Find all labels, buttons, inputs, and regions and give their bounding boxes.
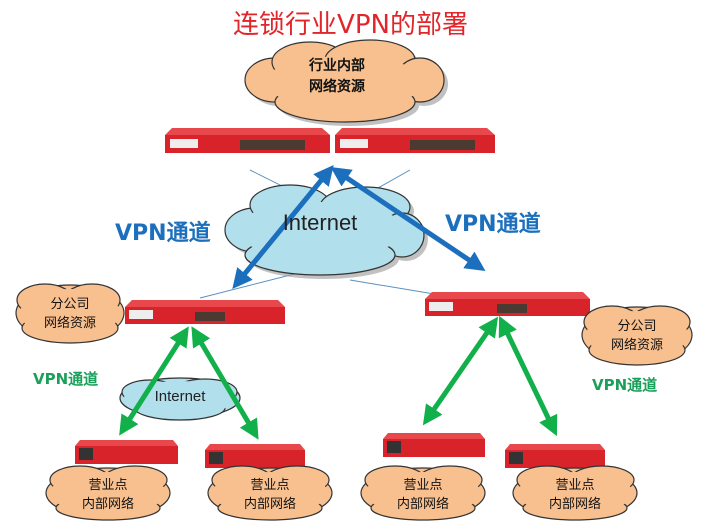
site-2-line2: 内部网络 (243, 497, 296, 512)
branch-cloud-left (15, 283, 125, 344)
site-clouds (45, 465, 638, 521)
branch-left-line2: 网络资源 (43, 316, 96, 331)
branch-right-line1: 分公司 (617, 319, 657, 334)
branch-left-line1: 分公司 (50, 297, 90, 312)
branch-right-line2: 网络资源 (610, 338, 663, 353)
internet-label: Internet (282, 210, 358, 235)
vpn-tunnel-arrows-green (119, 315, 558, 440)
hq-cloud (244, 39, 448, 126)
site-cloud-label-2: 营业点 内部网络 (220, 476, 320, 514)
site-1-line2: 内部网络 (81, 497, 134, 512)
branch-cloud-label-right: 分公司 网络资源 (587, 317, 687, 355)
hq-device-2 (335, 128, 495, 153)
vpn-tunnel-label-green-left: VPN通道 (33, 370, 99, 388)
site-4-line2: 内部网络 (548, 497, 601, 512)
site-3-line1: 营业点 (403, 478, 443, 493)
site-3-line2: 内部网络 (396, 497, 449, 512)
branch-device-left (125, 300, 285, 324)
diagram-title: 连锁行业VPN的部署 (233, 10, 468, 40)
site-4-line1: 营业点 (555, 478, 595, 493)
internet-small-label: Internet (154, 388, 206, 405)
vpn-tunnel-label-green-right: VPN通道 (592, 376, 658, 394)
hq-cloud-line2: 网络资源 (309, 79, 365, 95)
branch-device-right (425, 292, 590, 316)
site-2-line1: 营业点 (250, 478, 290, 493)
hq-device-1 (165, 128, 330, 153)
site-1-line1: 营业点 (88, 478, 128, 493)
hq-cloud-label: 行业内部 网络资源 (287, 56, 387, 98)
vpn-tunnel-label-right: VPN通道 (445, 212, 541, 237)
branch-cloud-right (581, 305, 693, 366)
site-cloud-label-4: 营业点 内部网络 (525, 476, 625, 514)
site-cloud-label-1: 营业点 内部网络 (58, 476, 158, 514)
site-cloud-label-3: 营业点 内部网络 (373, 476, 473, 514)
vpn-tunnel-label-left: VPN通道 (115, 221, 211, 246)
site-devices (75, 433, 605, 468)
vpn-tunnel-arrows-blue (232, 165, 486, 289)
branch-cloud-label-left: 分公司 网络资源 (20, 295, 120, 333)
hq-cloud-line1: 行业内部 (309, 58, 365, 74)
